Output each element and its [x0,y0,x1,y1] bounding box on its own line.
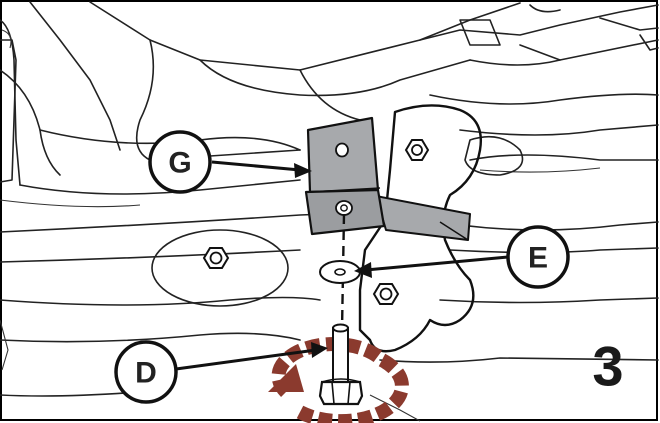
callout-g-label: G [168,147,191,180]
callout-g-leader [211,160,312,178]
assembly-axis-line [340,213,346,331]
frame-bolt-left [202,247,230,269]
callout-d-leader [175,342,328,371]
clockwise-rotation-arrow-icon [268,337,409,423]
callout-d-label: D [135,357,157,390]
callout-e-leader [354,255,509,278]
bolt-part-d [318,323,364,406]
step-number: 3 [592,335,623,398]
frame-bolt-right [372,283,400,305]
callout-e-label: E [528,242,548,275]
bracket-part-g [304,116,471,241]
callout-g: G [148,130,212,194]
callout-d: D [114,340,178,404]
frame-bolt-top [404,139,430,161]
callout-e: E [506,225,570,289]
washer-part-e [319,260,361,284]
